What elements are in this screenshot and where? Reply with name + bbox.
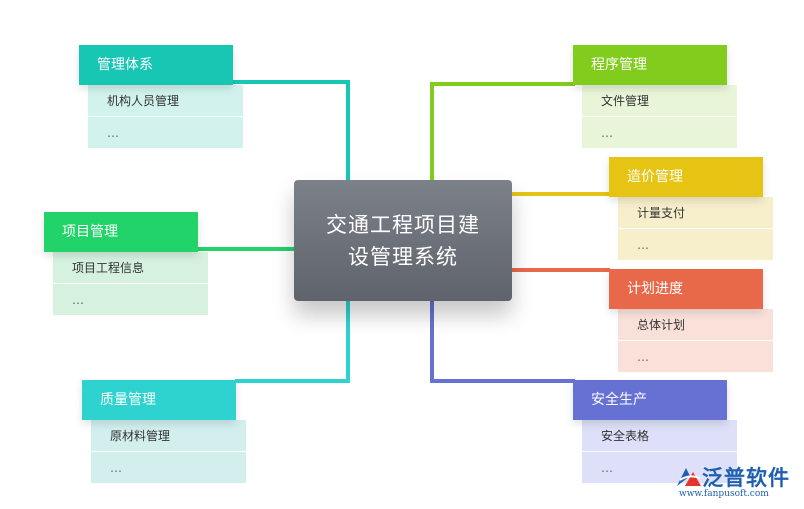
branch-xiangmu-guanli: 项目管理 项目工程信息 … [44, 212, 208, 316]
branch-header: 安全生产 [573, 380, 727, 420]
branch-items: 机构人员管理 … [88, 85, 243, 149]
list-item: 计量支付 [618, 197, 773, 229]
branch-items: 文件管理 … [582, 85, 737, 149]
branch-zhiliang-guanli: 质量管理 原材料管理 … [82, 380, 246, 484]
branch-anquan-shengchan: 安全生产 安全表格 … [573, 380, 737, 484]
list-item: … [618, 229, 773, 261]
branch-chengxu-guanli: 程序管理 文件管理 … [573, 45, 737, 149]
list-item: … [582, 117, 737, 149]
branch-header: 项目管理 [44, 212, 198, 252]
fanpu-logo-icon [677, 468, 701, 486]
list-item: … [618, 341, 773, 373]
connector-anquan-shengchan [430, 301, 575, 383]
branch-header: 质量管理 [82, 380, 236, 420]
connector-guanli-tixi [230, 80, 350, 180]
branch-header: 计划进度 [609, 269, 763, 309]
branch-zaojia-guanli: 造价管理 计量支付 … [609, 157, 773, 261]
branch-title: 安全生产 [591, 392, 647, 408]
logo-name: 泛普软件 [702, 466, 790, 490]
center-node: 交通工程项目建设管理系统 [294, 180, 512, 301]
branch-guanli-tixi: 管理体系 机构人员管理 … [79, 45, 243, 149]
branch-title: 质量管理 [100, 392, 156, 408]
list-item: … [582, 452, 737, 484]
connector-zhiliang-guanli [235, 301, 350, 383]
branch-title: 项目管理 [62, 224, 118, 240]
branch-items: 安全表格 … [582, 420, 737, 484]
branch-title: 造价管理 [627, 169, 683, 185]
list-item: … [53, 284, 208, 316]
list-item: 总体计划 [618, 309, 773, 341]
branch-jihua-jindu: 计划进度 总体计划 … [609, 269, 773, 373]
branch-items: 计量支付 … [618, 197, 773, 261]
list-item: … [91, 452, 246, 484]
branch-title: 管理体系 [97, 57, 153, 73]
list-item: 文件管理 [582, 85, 737, 117]
list-item: 项目工程信息 [53, 252, 208, 284]
branch-title: 程序管理 [591, 57, 647, 73]
branch-items: 总体计划 … [618, 309, 773, 373]
branch-header: 管理体系 [79, 45, 233, 85]
branch-header: 造价管理 [609, 157, 763, 197]
list-item: 安全表格 [582, 420, 737, 452]
branch-items: 项目工程信息 … [53, 252, 208, 316]
branch-header: 程序管理 [573, 45, 727, 85]
connector-chengxu-guanli [430, 82, 575, 180]
list-item: … [88, 117, 243, 149]
list-item: 机构人员管理 [88, 85, 243, 117]
fanpu-logo: 泛普软件 www.fanpusoft.com [674, 462, 800, 502]
logo-url: www.fanpusoft.com [679, 489, 769, 499]
branch-title: 计划进度 [627, 281, 683, 297]
branch-items: 原材料管理 … [91, 420, 246, 484]
list-item: 原材料管理 [91, 420, 246, 452]
center-title: 交通工程项目建设管理系统 [326, 212, 480, 269]
